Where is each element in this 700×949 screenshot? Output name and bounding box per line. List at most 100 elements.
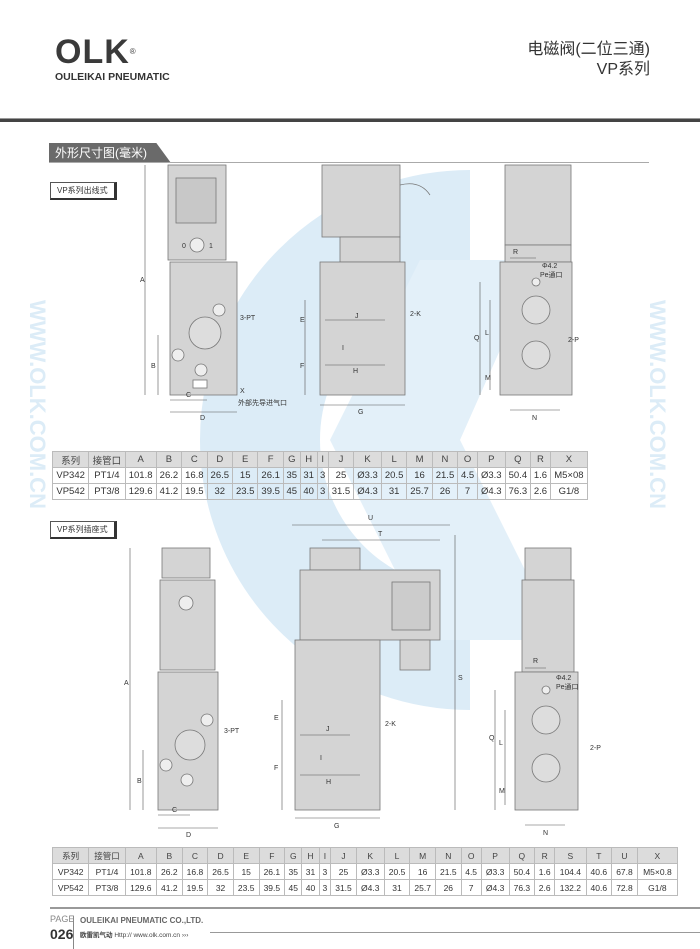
footer-url-text[interactable]: Http:// www.olk.com.cn bbox=[114, 932, 181, 939]
table-cell: 16 bbox=[409, 863, 436, 880]
table-cell: 40 bbox=[299, 483, 318, 500]
title-line-1: 电磁阀(二位三通) bbox=[527, 41, 650, 58]
footer-divider bbox=[50, 907, 700, 909]
footer-arrows: ››› bbox=[181, 932, 189, 939]
table-cell: 72.8 bbox=[611, 879, 638, 896]
table-cell: M5×0.8 bbox=[636, 863, 679, 880]
column-header: M bbox=[409, 847, 436, 864]
table-cell: 40.6 bbox=[585, 863, 613, 880]
column-header: I bbox=[316, 451, 329, 468]
table-cell: 31.5 bbox=[327, 483, 355, 500]
column-header: T bbox=[585, 847, 613, 864]
table-cell: PT3/8 bbox=[88, 879, 126, 896]
table-cell: Ø3.3 bbox=[480, 863, 510, 880]
switch-0: 0 bbox=[182, 243, 186, 250]
page-number: 026 bbox=[50, 926, 74, 942]
table-cell: 45 bbox=[282, 483, 301, 500]
table-cell: 1.6 bbox=[530, 467, 551, 484]
table-cell: 26.5 bbox=[207, 863, 234, 880]
table-cell: PT3/8 bbox=[88, 483, 126, 500]
table-cell: 129.6 bbox=[124, 879, 157, 896]
column-header: A bbox=[124, 451, 157, 468]
table-cell: VP542 bbox=[51, 483, 90, 500]
table-cell: Ø4.3 bbox=[353, 483, 382, 500]
title-line-2: VP系列 bbox=[596, 61, 650, 78]
table-cell: 25 bbox=[330, 863, 357, 880]
table-cell: 76.3 bbox=[508, 879, 536, 896]
page-title: 电磁阀(二位三通) VP系列 bbox=[527, 40, 650, 80]
table-cell: 31 bbox=[380, 483, 408, 500]
table-cell: 16.8 bbox=[181, 863, 209, 880]
table-cell: VP342 bbox=[51, 863, 90, 880]
callout-x: X bbox=[240, 388, 245, 395]
drawing-socket-side bbox=[294, 547, 441, 811]
callout-ext-pilot: 外部先导进气口 bbox=[238, 398, 287, 407]
table-cell: 104.4 bbox=[554, 863, 587, 880]
table-cell: 21.5 bbox=[434, 863, 462, 880]
table-cell: 50.4 bbox=[508, 863, 536, 880]
column-header: P bbox=[476, 451, 506, 468]
table-cell: 26.2 bbox=[155, 863, 183, 880]
table-cell: 39.5 bbox=[257, 483, 284, 500]
callout-2p: 2-P bbox=[568, 337, 579, 344]
dim-label-B: B bbox=[151, 363, 156, 370]
table-cell: 15 bbox=[232, 863, 260, 880]
column-header: R bbox=[534, 847, 556, 864]
column-header: E bbox=[232, 847, 260, 864]
dim-label-B-2: B bbox=[137, 778, 142, 785]
table-cell: 26.1 bbox=[258, 863, 286, 880]
column-header: M bbox=[406, 451, 433, 468]
column-header: F bbox=[258, 847, 286, 864]
logo-subtitle: OULEIKAI PNEUMATIC bbox=[55, 71, 170, 83]
dim-label-S: S bbox=[458, 675, 463, 682]
footer-url: 欧雷凯气动 Http:// www.olk.com.cn ››› bbox=[80, 929, 188, 939]
table-cell: Ø3.3 bbox=[353, 467, 382, 484]
table-cell: 16 bbox=[406, 467, 433, 484]
table-cell: 67.8 bbox=[611, 863, 638, 880]
column-header: D bbox=[207, 847, 234, 864]
column-header: X bbox=[549, 451, 589, 468]
footer-company: OULEIKAI PNEUMATIC CO.,LTD. bbox=[80, 916, 204, 925]
dim-label-Q-2: Q bbox=[489, 735, 495, 742]
column-header: D bbox=[206, 451, 234, 468]
table-cell: 31 bbox=[301, 863, 320, 880]
table-cell: Ø4.3 bbox=[476, 483, 506, 500]
dim-label-R-2: R bbox=[533, 658, 538, 665]
dim-label-A-2: A bbox=[124, 680, 129, 687]
table-cell: 3 bbox=[316, 483, 329, 500]
logo-text: OLK bbox=[55, 33, 130, 71]
table-cell: 26.5 bbox=[206, 467, 234, 484]
table-cell: 132.2 bbox=[554, 879, 587, 896]
callout-3pt-2: 3-PT bbox=[224, 728, 240, 735]
column-header: 接管口 bbox=[88, 451, 126, 468]
drawing-socket-end bbox=[514, 547, 579, 811]
dim-label-L: L bbox=[485, 330, 489, 337]
column-header: A bbox=[124, 847, 157, 864]
table-cell: 41.2 bbox=[155, 483, 183, 500]
footer-url-line bbox=[210, 932, 700, 933]
table-cell: Ø4.3 bbox=[355, 879, 385, 896]
table-cell: 26 bbox=[434, 879, 462, 896]
table-cell: 26 bbox=[431, 483, 459, 500]
table-cell: 20.5 bbox=[380, 467, 408, 484]
table-cell: 23.5 bbox=[231, 483, 259, 500]
dim-label-I-2: I bbox=[320, 755, 322, 762]
dim-label-R: R bbox=[513, 249, 518, 256]
column-header: G bbox=[284, 847, 303, 864]
dim-label-N: N bbox=[532, 415, 537, 422]
table-cell: 7 bbox=[457, 483, 478, 500]
table-cell: 32 bbox=[206, 483, 234, 500]
column-header: X bbox=[636, 847, 679, 864]
table-cell: 21.5 bbox=[431, 467, 459, 484]
drawing-socket-front bbox=[157, 547, 219, 811]
callout-phi: Φ4.2 bbox=[542, 263, 557, 270]
column-header: I bbox=[318, 847, 332, 864]
table-cell: 25.7 bbox=[406, 483, 433, 500]
table-cell: 25.7 bbox=[409, 879, 436, 896]
